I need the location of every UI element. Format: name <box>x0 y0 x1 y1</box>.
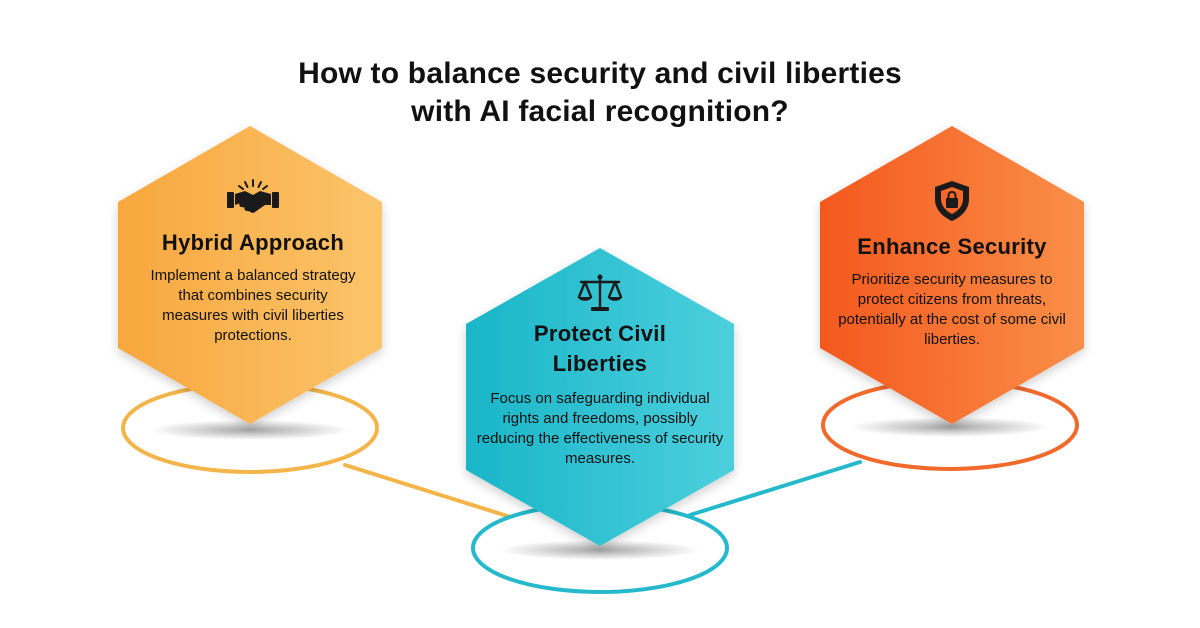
card-heading: Enhance Security <box>857 234 1047 259</box>
card-body: Prioritize security measures to protect … <box>838 271 1066 348</box>
hexagon-shadow-protect <box>500 540 700 560</box>
handshake-icon <box>227 179 279 213</box>
card-body: Implement a balanced strategy that combi… <box>150 267 356 344</box>
title-line-2: with AI facial recognition? <box>411 95 789 128</box>
connector-line-protect-enhance <box>688 460 862 517</box>
hexagon-protect <box>466 248 734 546</box>
scales-of-justice-icon <box>577 274 623 311</box>
shield-lock-icon <box>935 181 969 221</box>
hexagon-hybrid <box>118 126 382 424</box>
card-heading: Protect Civil Liberties <box>533 321 667 376</box>
hexagon-shadow-hybrid <box>150 420 350 440</box>
page-title: How to balance security and civil libert… <box>0 55 1200 131</box>
card-heading: Hybrid Approach <box>161 230 345 255</box>
card-enhance-security: Enhance Security Prioritize security mea… <box>826 180 1078 350</box>
title-line-1: How to balance security and civil libert… <box>298 57 902 90</box>
hexagon-enhance <box>820 126 1084 424</box>
hexagon-shadow-enhance <box>850 417 1050 437</box>
card-body: Focus on safeguarding individual rights … <box>476 390 724 467</box>
connector-line-hybrid-protect <box>343 463 522 522</box>
card-protect-civil-liberties: Protect Civil Liberties Focus on safegua… <box>470 273 730 469</box>
card-hybrid-approach: Hybrid Approach Implement a balanced str… <box>135 178 371 346</box>
